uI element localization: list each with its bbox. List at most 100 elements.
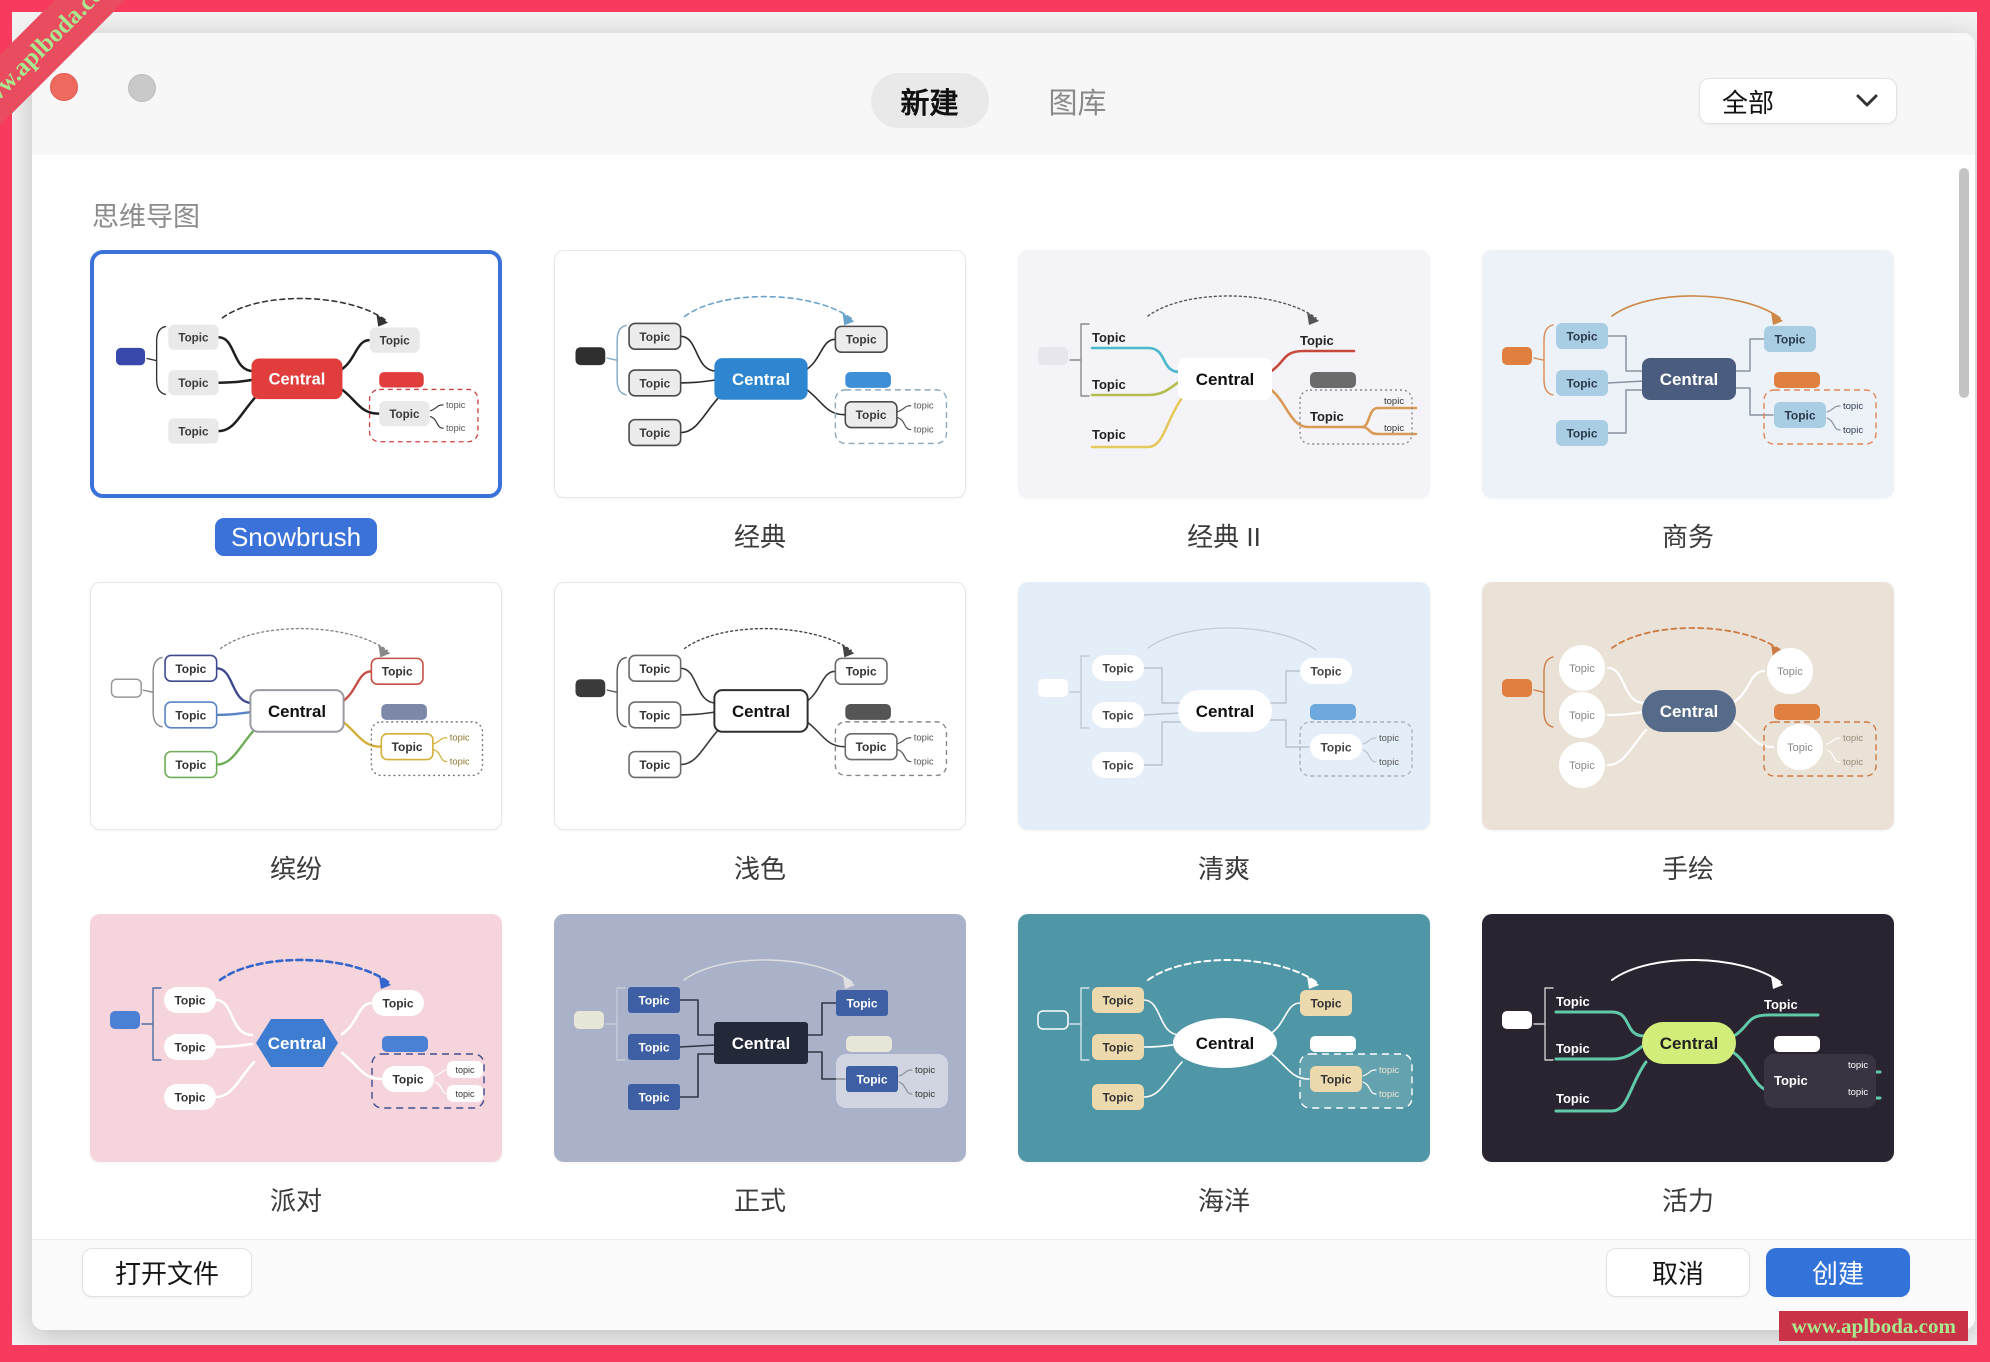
template-label: Snowbrush — [90, 516, 502, 558]
svg-text:Topic: Topic — [1320, 1073, 1351, 1087]
close-button[interactable] — [50, 73, 78, 101]
open-file-button[interactable]: 打开文件 — [82, 1248, 252, 1297]
svg-text:Topic: Topic — [174, 1091, 205, 1105]
template-label-text: 清爽 — [1197, 854, 1250, 884]
template-label-text: 经典 II — [1187, 522, 1261, 552]
template-label-text: 浅色 — [733, 854, 786, 884]
svg-text:Central: Central — [1196, 1034, 1255, 1053]
svg-text:Topic: Topic — [1102, 1041, 1133, 1055]
svg-text:Topic: Topic — [846, 333, 877, 347]
svg-text:topic: topic — [455, 1089, 475, 1099]
svg-text:Topic: Topic — [1556, 994, 1590, 1009]
filter-dropdown[interactable]: 全部 — [1699, 78, 1897, 124]
svg-text:Topic: Topic — [846, 997, 877, 1011]
template-label: 缤纷 — [90, 848, 502, 890]
watermark-badge: www.aplboda.com — [1779, 1311, 1968, 1341]
svg-text:Topic: Topic — [638, 994, 669, 1008]
svg-text:topic: topic — [914, 756, 934, 767]
svg-text:Central: Central — [1660, 370, 1719, 389]
cancel-button[interactable]: 取消 — [1606, 1248, 1750, 1297]
template-preview-minimap: TopicTopicTopicTopicTopicCentraltopictop… — [1502, 959, 1882, 1113]
scrollbar-thumb[interactable] — [1959, 168, 1969, 398]
svg-text:topic: topic — [1379, 1089, 1399, 1100]
svg-text:Topic: Topic — [1310, 997, 1341, 1011]
svg-text:Topic: Topic — [1774, 333, 1805, 347]
svg-text:topic: topic — [1843, 733, 1863, 744]
section-title: 思维导图 — [92, 202, 200, 232]
template-label: 浅色 — [554, 848, 966, 890]
tab-gallery[interactable]: 图库 — [1019, 73, 1137, 128]
svg-text:Topic: Topic — [1092, 377, 1126, 392]
create-button[interactable]: 创建 — [1766, 1248, 1910, 1297]
view-tabs: 新建 图库 — [870, 73, 1136, 128]
svg-text:Topic: Topic — [1556, 1041, 1590, 1056]
svg-text:Central: Central — [1660, 1034, 1719, 1053]
svg-text:Topic: Topic — [1569, 760, 1595, 772]
svg-text:topic: topic — [446, 423, 466, 433]
svg-text:topic: topic — [1384, 396, 1404, 407]
svg-text:Central: Central — [269, 371, 326, 389]
svg-text:Topic: Topic — [638, 1041, 669, 1055]
svg-text:Topic: Topic — [856, 1073, 887, 1087]
template-label: 派对 — [90, 1180, 502, 1222]
svg-text:Topic: Topic — [639, 758, 670, 772]
template-label-text: 活力 — [1661, 1186, 1714, 1216]
svg-text:Topic: Topic — [638, 1091, 669, 1105]
svg-text:topic: topic — [1379, 1065, 1399, 1076]
template-label: 经典 II — [1018, 516, 1430, 558]
svg-text:topic: topic — [1379, 733, 1399, 744]
svg-text:Topic: Topic — [380, 334, 411, 347]
window-control-button[interactable] — [128, 74, 156, 102]
svg-text:Topic: Topic — [1102, 1091, 1133, 1105]
svg-text:Central: Central — [732, 702, 790, 721]
template-label-text: Snowbrush — [214, 518, 378, 556]
template-label-text: 派对 — [269, 1186, 322, 1216]
svg-text:Topic: Topic — [175, 758, 206, 772]
template-label-text: 正式 — [733, 1186, 786, 1216]
svg-text:topic: topic — [450, 732, 470, 743]
filter-dropdown-value: 全部 — [1722, 87, 1775, 118]
svg-text:Central: Central — [732, 370, 790, 389]
svg-text:topic: topic — [914, 732, 934, 743]
svg-text:Topic: Topic — [1566, 427, 1597, 441]
svg-text:topic: topic — [915, 1089, 935, 1100]
svg-text:topic: topic — [1379, 757, 1399, 768]
svg-text:topic: topic — [914, 424, 934, 435]
template-preview-minimap: TopicTopicTopicTopicTopicCentraltopictop… — [116, 297, 479, 444]
svg-text:Topic: Topic — [1784, 409, 1815, 423]
watermark-badge-text: www.aplboda.com — [1791, 1313, 1956, 1338]
svg-text:topic: topic — [455, 1065, 475, 1075]
svg-text:Topic: Topic — [174, 994, 205, 1008]
svg-text:Topic: Topic — [1102, 994, 1133, 1008]
svg-text:Topic: Topic — [1569, 663, 1595, 675]
template-preview-minimap: TopicTopicTopicTopicTopicCentraltopictop… — [1038, 295, 1418, 449]
template-preview-minimap: TopicTopicTopicTopicTopicCentraltopictop… — [1502, 627, 1877, 788]
svg-text:Topic: Topic — [382, 665, 413, 679]
svg-text:topic: topic — [1843, 757, 1863, 768]
template-label-text: 经典 — [733, 522, 786, 552]
tab-new[interactable]: 新建 — [870, 73, 989, 128]
svg-text:Topic: Topic — [1569, 710, 1595, 722]
svg-text:Central: Central — [1196, 702, 1255, 721]
